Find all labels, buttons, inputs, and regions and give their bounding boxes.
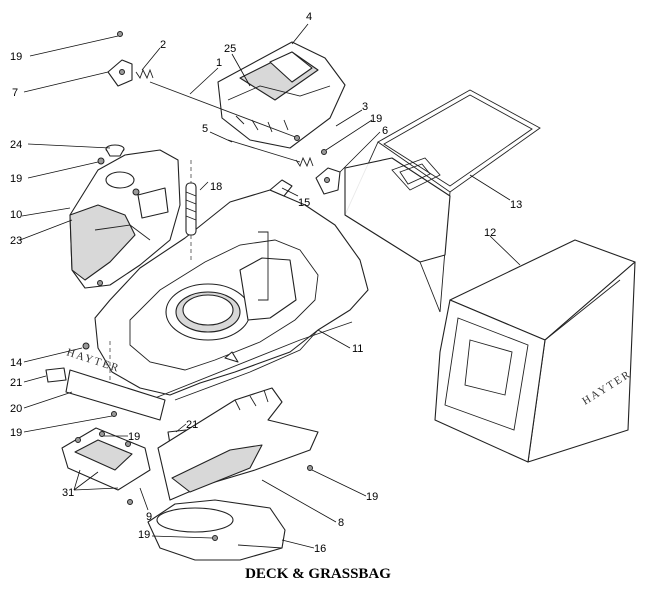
diagram-caption: DECK & GRASSBAG [245, 566, 391, 582]
callout-6: 6 [382, 125, 388, 137]
callout-7: 7 [12, 87, 18, 99]
callout-9: 9 [146, 511, 152, 523]
screw-icon [97, 157, 105, 165]
front-cover [69, 149, 181, 289]
screw-icon [117, 31, 123, 37]
spring-3 [295, 156, 314, 168]
spring-2 [135, 68, 154, 80]
callout-15: 15 [298, 197, 310, 209]
callout-8: 8 [338, 517, 344, 529]
callout-19: 19 [138, 529, 150, 541]
pad-21-left [45, 367, 67, 383]
discharge-chute-16 [147, 499, 286, 561]
hinge-bracket-right [315, 167, 341, 195]
grassbag-frame [344, 89, 541, 313]
callout-25: 25 [224, 43, 236, 55]
callout-labels: 19 2 4 25 1 7 3 19 5 6 24 19 18 15 13 10… [10, 11, 522, 555]
screw-icon [321, 149, 327, 155]
callout-19: 19 [370, 113, 382, 125]
callout-18: 18 [210, 181, 222, 193]
callout-20: 20 [10, 403, 22, 415]
rod-1 [149, 81, 300, 141]
callout-14: 14 [10, 357, 22, 369]
callout-19: 19 [366, 491, 378, 503]
callout-21: 21 [10, 377, 22, 389]
leader-lines [19, 23, 521, 549]
callout-11: 11 [352, 343, 363, 355]
callout-21: 21 [186, 419, 198, 431]
spring-pin-18 [185, 160, 197, 260]
callout-10: 10 [10, 209, 22, 221]
callout-19: 19 [128, 431, 140, 443]
callout-1: 1 [216, 57, 222, 69]
cable-11 [174, 329, 319, 401]
callout-12: 12 [484, 227, 496, 239]
side-skirt-8 [157, 387, 319, 501]
hinge-bracket-left [107, 59, 133, 87]
callout-23: 23 [10, 235, 22, 247]
callout-31: 31 [62, 487, 74, 499]
screw-icon [132, 188, 140, 196]
screw-icon [307, 465, 313, 471]
bar-20 [65, 369, 166, 421]
cap-part-24 [105, 144, 125, 157]
callout-3: 3 [362, 101, 368, 113]
screw-icon [111, 411, 117, 417]
callout-24: 24 [10, 139, 22, 151]
rear-flap [217, 41, 346, 149]
callout-19: 19 [10, 51, 22, 63]
callout-4: 4 [306, 11, 312, 23]
rod-5 [227, 139, 301, 163]
callout-16: 16 [314, 543, 326, 555]
clip-15 [269, 179, 293, 197]
callout-5: 5 [202, 123, 208, 135]
callout-2: 2 [160, 39, 166, 51]
callout-13: 13 [510, 199, 522, 211]
callout-19: 19 [10, 173, 22, 185]
skid-plate-31 [61, 427, 151, 505]
grassbag: HAYTER [434, 239, 636, 463]
mower-deck [94, 189, 369, 401]
callout-19: 19 [10, 427, 22, 439]
